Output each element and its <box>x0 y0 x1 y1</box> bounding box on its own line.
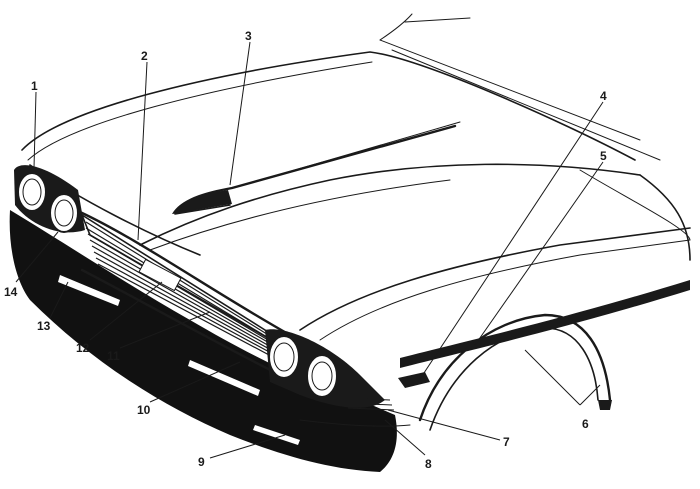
callout-12: 12 <box>76 341 90 355</box>
callout-6: 6 <box>582 417 589 431</box>
front-fender <box>299 169 691 368</box>
hood <box>21 51 641 256</box>
callout-9: 9 <box>198 455 205 469</box>
wheel-opening <box>418 313 612 431</box>
right-headlamps <box>265 329 395 411</box>
left-headlamps <box>14 165 85 233</box>
hood-ornament <box>172 121 461 215</box>
callout-13: 13 <box>37 319 51 333</box>
windshield-lines <box>379 13 661 161</box>
callout-7: 7 <box>503 435 510 449</box>
callout-1: 1 <box>31 79 38 93</box>
callout-14: 14 <box>4 285 18 299</box>
leader-lines <box>15 41 604 459</box>
callout-4: 4 <box>600 89 607 103</box>
callout-10: 10 <box>137 403 151 417</box>
callout-11: 11 <box>107 349 120 363</box>
fender-emblem <box>398 372 430 388</box>
front-bumper <box>9 210 411 472</box>
grille <box>78 210 292 382</box>
callout-labels: 1 2 3 4 5 6 7 8 9 10 11 12 13 14 <box>4 29 607 471</box>
callout-2: 2 <box>141 49 148 63</box>
callout-3: 3 <box>245 29 252 43</box>
callout-8: 8 <box>425 457 432 471</box>
callout-5: 5 <box>600 149 607 163</box>
